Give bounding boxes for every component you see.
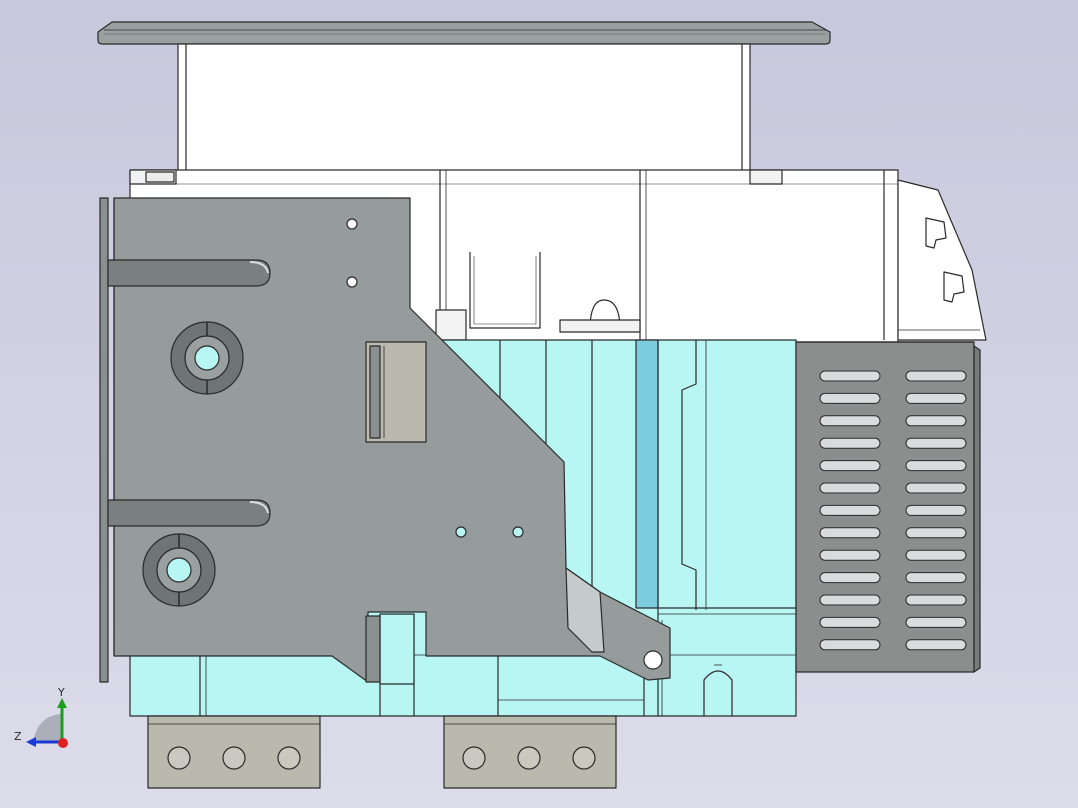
heatsink-vent-slots [819,370,967,651]
vent-slot [905,460,967,472]
vent-slot [819,639,881,651]
vent-slot [905,482,967,494]
vent-slot [819,549,881,561]
vent-slot [905,370,967,382]
vent-slot [819,415,881,427]
top-lid [97,21,831,45]
triad-z-label: Z [14,730,22,743]
side-latch-assembly [897,179,987,341]
mounting-plate [99,197,671,683]
vent-slot [905,437,967,449]
terminal-bracket-right [443,715,617,789]
vent-slot [819,504,881,516]
vent-slot [905,549,967,561]
vent-slot [819,527,881,539]
vent-slot [905,616,967,628]
vent-slot [819,572,881,584]
vent-slot [819,460,881,472]
vent-slot [905,639,967,651]
cad-model[interactable] [97,21,987,789]
vent-slot [819,616,881,628]
bushings [142,321,244,607]
guide-rods [107,259,271,527]
vent-slot [905,415,967,427]
vent-slot [905,572,967,584]
plate-holes [346,218,663,670]
triad-y-label: Y [58,686,65,699]
terminal-bracket-left [147,715,321,789]
vent-slot [819,392,881,404]
vent-slot [819,437,881,449]
vent-slot [905,392,967,404]
vent-slot [905,504,967,516]
view-orientation-triad-icon[interactable]: Y Z [10,686,74,750]
vent-slot [905,594,967,606]
vent-slot [819,594,881,606]
vent-slot [905,527,967,539]
upper-housing [177,43,751,173]
vent-slot [819,370,881,382]
vent-slot [819,482,881,494]
